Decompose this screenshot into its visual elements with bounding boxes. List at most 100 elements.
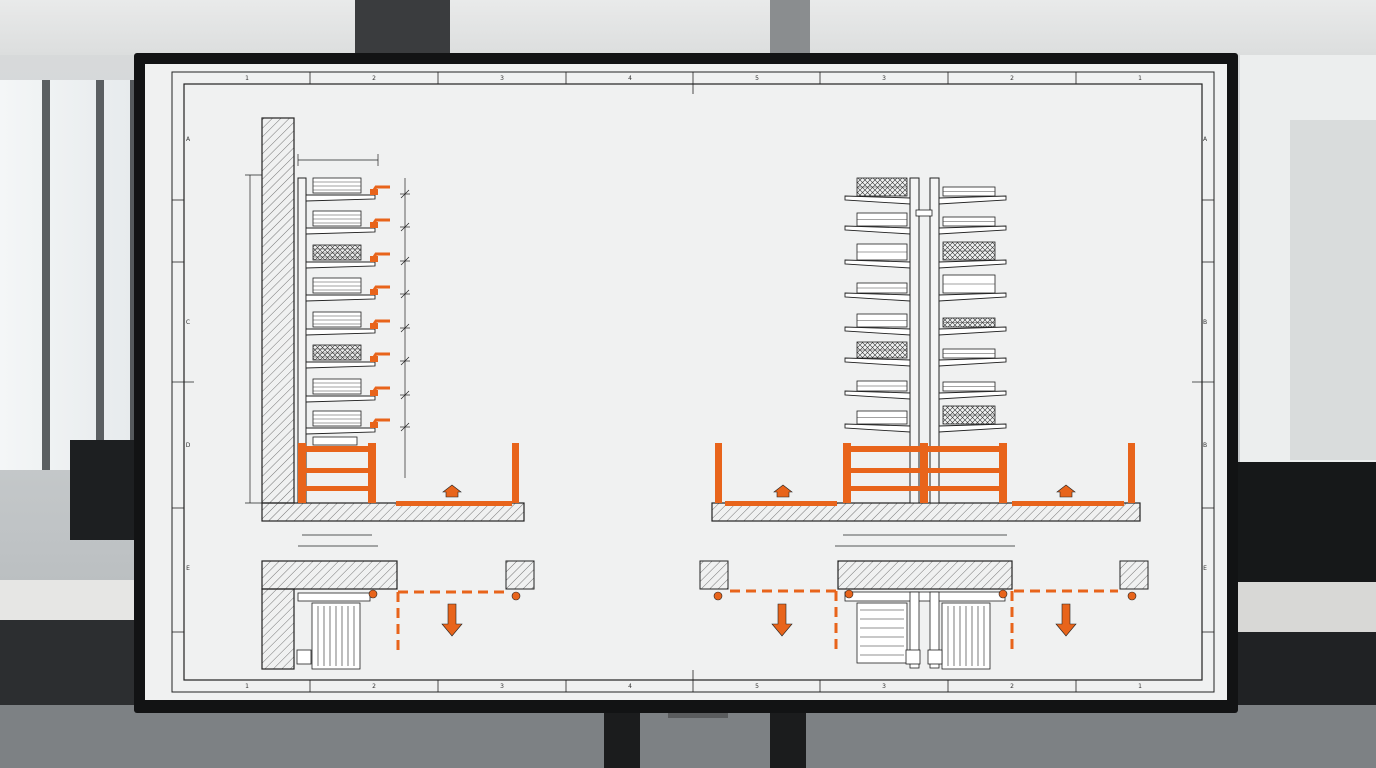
cantilever-arm <box>844 292 911 302</box>
cantilever-arm <box>305 261 376 269</box>
arm-stop <box>370 289 378 295</box>
arm-stop <box>370 222 378 228</box>
office-window <box>0 80 136 470</box>
cantilever-arm <box>844 195 911 205</box>
cantilever-arm <box>305 294 376 302</box>
column-label: 3 <box>500 683 504 690</box>
rack-column <box>929 177 940 504</box>
cantilever-arm <box>305 361 376 369</box>
cantilever-arm <box>305 328 376 336</box>
row-label: A <box>1203 136 1208 143</box>
column-label: 1 <box>245 75 249 82</box>
background-monitor <box>70 440 135 540</box>
background-desk <box>0 580 140 620</box>
cantilever-arm <box>305 427 376 435</box>
anchor-point <box>368 589 378 599</box>
arm-stop <box>370 390 378 396</box>
cantilever-arm <box>938 195 1007 205</box>
column-label: 1 <box>1138 683 1142 690</box>
column-label: 3 <box>500 75 504 82</box>
display-stand-bar <box>668 713 728 718</box>
dimension-ticks <box>400 189 410 432</box>
cantilever-arm <box>305 227 376 235</box>
cantilever-arm <box>938 326 1007 336</box>
cantilever-arm <box>844 259 911 269</box>
office-ceiling <box>0 0 1376 55</box>
swing-path <box>730 589 838 652</box>
row-label: B <box>1203 319 1207 326</box>
swing-path <box>396 590 504 652</box>
ceiling-light <box>770 0 810 55</box>
cantilever-arm <box>305 194 376 202</box>
display-stand-leg <box>770 713 806 768</box>
row-label: C <box>186 319 190 326</box>
rack-profile <box>860 606 985 666</box>
column-label: 5 <box>755 683 759 690</box>
column-label: 3 <box>882 683 886 690</box>
arrow-up-icon <box>1056 484 1076 498</box>
display-stand-leg <box>604 713 640 768</box>
rack-profile <box>317 606 355 666</box>
row-label: D <box>186 442 191 449</box>
left-plan-view <box>261 560 535 670</box>
anchor-point <box>713 591 723 601</box>
stored-load <box>312 311 362 328</box>
arm-stop <box>370 356 378 362</box>
background-cubicle <box>1238 462 1376 582</box>
cantilever-arm <box>938 357 1007 367</box>
cantilever-arm <box>938 423 1007 433</box>
row-label: B <box>1203 442 1207 449</box>
window-mullion <box>96 80 104 470</box>
row-label: E <box>1203 565 1207 572</box>
arrow-down-icon <box>771 603 793 637</box>
column-label: 2 <box>1010 683 1014 690</box>
cantilever-arm <box>938 292 1007 302</box>
arrow-down-icon <box>1055 603 1077 637</box>
arm-stop <box>370 422 378 428</box>
cantilever-arm <box>844 225 911 235</box>
arrow-up-icon <box>773 484 793 498</box>
right-plan-view <box>699 560 1149 670</box>
window-mullion <box>42 80 50 470</box>
stored-load <box>312 344 362 361</box>
stored-load <box>312 277 362 294</box>
cantilever-arm <box>938 390 1007 400</box>
frame-ticks <box>172 72 1214 692</box>
cantilever-arm <box>938 225 1007 235</box>
arrow-up-icon <box>442 484 462 498</box>
anchor-point <box>1127 591 1137 601</box>
column-label: 5 <box>755 75 759 82</box>
left-shelves <box>305 177 390 446</box>
cantilever-arm <box>844 357 911 367</box>
cantilever-arm <box>938 259 1007 269</box>
arm-stop <box>370 323 378 329</box>
column-label: 4 <box>628 683 632 690</box>
swing-path <box>1010 589 1118 652</box>
stored-load <box>312 177 362 194</box>
column-label: 2 <box>1010 75 1014 82</box>
background-doorway <box>1290 120 1376 460</box>
right-elevation <box>711 177 1141 547</box>
column-label: 1 <box>1138 75 1142 82</box>
stored-load <box>312 244 362 261</box>
safety-barrier <box>298 443 519 506</box>
arm-stop <box>370 189 378 195</box>
column-label: 2 <box>372 683 376 690</box>
row-label: E <box>186 565 190 572</box>
ceiling-beam <box>355 0 450 55</box>
stored-load <box>312 436 358 446</box>
right-shelves <box>844 177 1007 433</box>
anchor-point <box>511 591 521 601</box>
arrow-down-icon <box>441 603 463 637</box>
column-label: 4 <box>628 75 632 82</box>
rack-column <box>909 177 920 504</box>
cantilever-arm <box>844 423 911 433</box>
column-label: 2 <box>372 75 376 82</box>
safety-barrier <box>715 443 1135 506</box>
row-label: A <box>186 136 191 143</box>
floor-slab <box>261 502 525 522</box>
stored-load <box>312 378 362 395</box>
stored-load <box>312 210 362 227</box>
left-elevation <box>245 117 525 547</box>
column-label: 1 <box>245 683 249 690</box>
